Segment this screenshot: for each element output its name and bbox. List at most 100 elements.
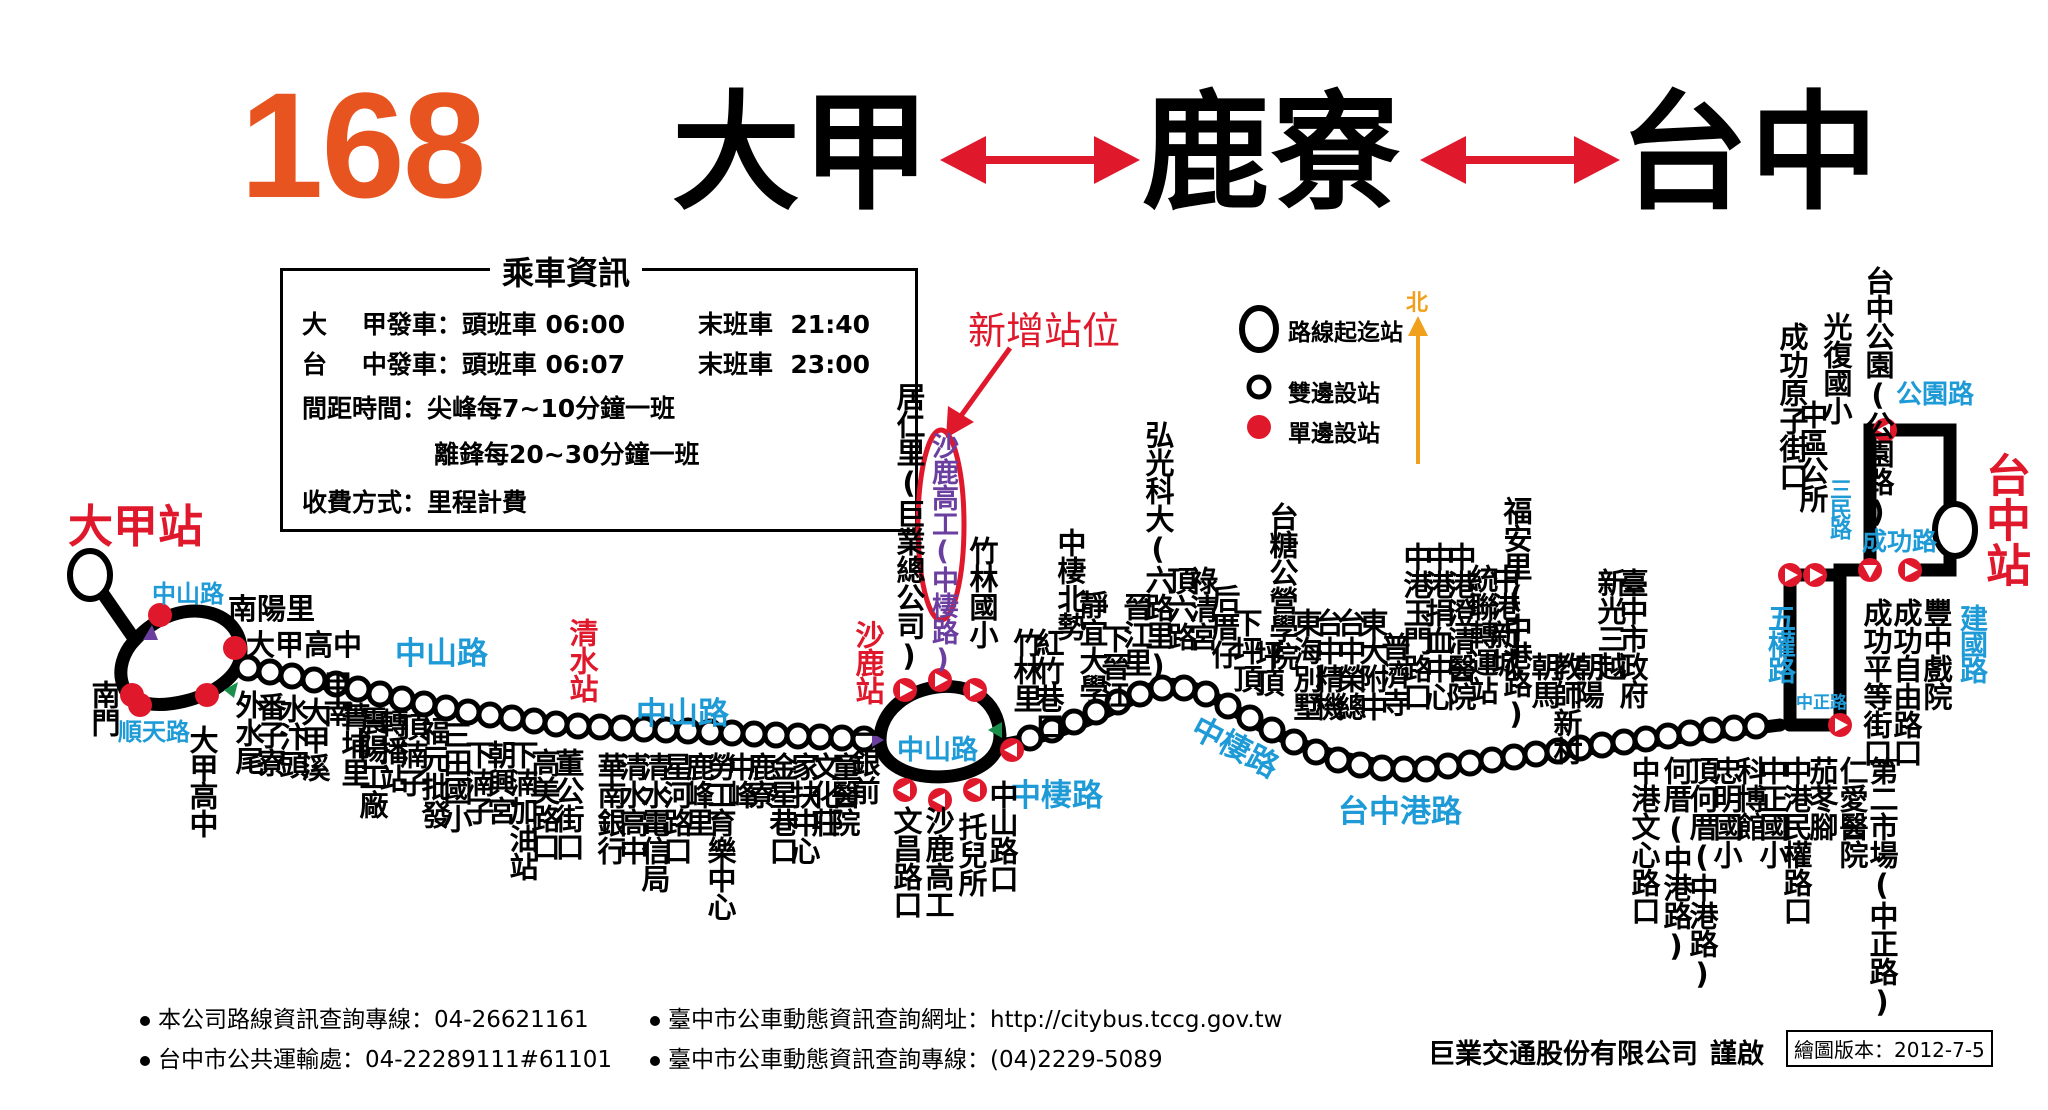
legend-icons — [1239, 305, 1279, 439]
new-station-label: 新增站位 — [968, 309, 1121, 353]
stop-label: 清水電信局 — [637, 752, 671, 892]
stop-label: 臺中市政府 — [1615, 568, 1649, 708]
road-zhongshan-4: 中山路 — [897, 735, 978, 766]
stop-label: 中港澄清醫院 — [1443, 542, 1477, 710]
qingshui-station-label: 清水站 — [565, 618, 599, 702]
stop-label: 轉播站 — [375, 708, 409, 792]
stop-label: 中山路口 — [985, 780, 1019, 892]
dajia-station-label: 大甲站 — [68, 500, 204, 553]
stop-label: 華南銀行 — [593, 752, 627, 864]
stop-label: 成功原子街口 — [1775, 322, 1809, 490]
stop-label: 下晉江 — [1097, 624, 1131, 708]
stop-label: 居仁里(巨業總公司) — [892, 382, 926, 672]
stop-label: 三田國小 — [439, 720, 473, 832]
taichung-station-label: 台中站 — [1978, 452, 2031, 587]
footer-hotline-1-text: 本公司路線資訊查詢專線：04-26621161 — [158, 1007, 589, 1033]
road-jianguo: 建國路 — [1956, 604, 1989, 682]
stop-label: 成功平等街口 — [1859, 598, 1893, 766]
road-gongyuan: 公園路 — [1896, 380, 1975, 410]
stop-label: 中正國小 — [1755, 756, 1789, 868]
stop-label: 茄苳腳 — [1805, 756, 1839, 840]
stop-label: 下湳子 — [461, 740, 495, 824]
info-box — [280, 268, 918, 532]
stop-label: 清水高中 — [615, 752, 649, 864]
stop-label: 台糖公營學院 — [1265, 502, 1299, 670]
info-dajia-first: 大 甲發車：頭班車 06:00 — [302, 310, 626, 339]
info-taichung-first: 台 中發車：頭班車 06:07 — [302, 350, 626, 379]
stop-label: 甲南 — [319, 670, 353, 726]
stop-label: 金星巷口 — [765, 752, 799, 864]
stop-label: 中峰 — [723, 752, 757, 808]
stop-label: 福元批發 — [417, 716, 451, 828]
info-offpeak: 離鋒每20~30分鐘一班 — [434, 440, 700, 469]
stop-label: 水汴頭 — [275, 694, 309, 778]
stop-label: 紅竹巷口 — [1031, 628, 1065, 740]
stop-label: 東大附中 — [1355, 608, 1389, 720]
stop-label: 南陽里 — [228, 592, 316, 626]
pointer-arrow-icon — [946, 346, 1013, 438]
stop-label: 中港民權路口 — [1779, 756, 1813, 924]
stop-label: 忠明國小 — [1709, 756, 1743, 868]
stop-label: 托兒所 — [954, 812, 988, 896]
footer-web: 臺中市公車動態資訊查詢網址：http://citybus.tccg.gov.tw — [650, 1000, 1282, 1034]
footer-company: 巨業交通股份有限公司 — [1428, 1039, 1698, 1070]
stop-label: 外水尾 — [231, 690, 265, 774]
stop-label: 董公街口 — [551, 748, 585, 860]
footer-hotline-2: 台中市公共運輸處：04-22289111#61101 — [140, 1040, 612, 1074]
footer-web-hotline: 臺中市公車動態資訊查詢專線：(04)2229-5089 — [650, 1040, 1163, 1074]
stop-label: 后厝仔 — [1207, 584, 1241, 668]
stop-label: 坪頂 — [1251, 640, 1285, 696]
route-number: 168 — [240, 61, 486, 229]
stop-label-new: 沙鹿高工(中棲路) — [927, 432, 958, 674]
stop-label: 南門 — [87, 680, 121, 736]
footer-version: 繪圖版本：2012-7-5 — [1786, 1030, 1993, 1067]
stop-label: 一銀前 — [847, 720, 881, 804]
stop-label: 統聯轉運站 — [1465, 564, 1499, 704]
info-title: 乘車資訊 — [490, 248, 643, 294]
stop-label: 文昌路口 — [889, 806, 923, 918]
stop-label: 科博館 — [1733, 756, 1767, 840]
stop-label: 菁埔里 — [337, 702, 371, 786]
info-interval: 間距時間：尖峰每7~10分鐘一班 — [302, 394, 676, 423]
stop-label: 朝陽 — [1571, 652, 1605, 708]
stop-label: 晉江里 — [1119, 592, 1153, 676]
stop-label: 中區公所 — [1795, 400, 1829, 512]
footer-web-text: 臺中市公車動態資訊查詢網址：http://citybus.tccg.gov.tw — [668, 1007, 1283, 1033]
stop-label: 福安里(中港路) — [1499, 496, 1533, 730]
stop-label: 番子寮 — [253, 692, 287, 776]
road-wuquan: 五權路 — [1764, 604, 1797, 682]
stop-label: 第二市場(中正路) — [1865, 756, 1899, 1018]
info-dajia-last: 末班車 21:40 — [698, 310, 870, 339]
stop-label: 豐中戲院 — [1919, 598, 1953, 710]
stop-label: 鹿寮 — [743, 752, 777, 808]
footer-hotline-2-text: 台中市公共運輸處：04-22289111#61101 — [158, 1047, 613, 1073]
double-arrow-icon — [940, 136, 1140, 184]
road-zhongshan-3: 中山路 — [636, 696, 729, 732]
stop-label: 竹林里 — [1009, 628, 1043, 712]
stop-label: 新光三越 — [1593, 568, 1627, 680]
road-zhongqi-1: 中棲路 — [1010, 778, 1103, 814]
footer-respect: 謹啟 — [1710, 1039, 1764, 1070]
stop-label: 沙鹿高工 — [921, 806, 955, 918]
stop-label: 中港捐血中心 — [1421, 542, 1455, 710]
stop-label: 中棲北勢 — [1053, 528, 1087, 640]
stop-label: 大甲高中 — [185, 725, 219, 837]
stop-label: 高美路口 — [527, 748, 561, 860]
stop-label: 星河路口 — [659, 752, 693, 864]
stop-label: 家扶中心 — [787, 752, 821, 864]
stop-label: 東海別墅 — [1289, 608, 1323, 720]
north-label: 北 — [1406, 291, 1429, 316]
stop-label: 光復國小 — [1819, 312, 1853, 424]
stop-label: 台中精機 — [1311, 608, 1345, 720]
stop-label: 台中榮總 — [1333, 608, 1367, 720]
legend-terminal: 路線起迄站 — [1288, 320, 1403, 346]
stop-label: 勞工育樂中心 — [703, 752, 737, 920]
stop-label: 教師新村 — [1549, 652, 1583, 764]
stop-label: 童醫院 — [827, 752, 861, 836]
stop-label: 頂何厝(中港路) — [1685, 756, 1719, 990]
north-arrow-icon — [1408, 316, 1428, 464]
stop-label: 朝馬 — [1527, 652, 1561, 708]
stop-label: 中港文心路口 — [1627, 756, 1661, 924]
